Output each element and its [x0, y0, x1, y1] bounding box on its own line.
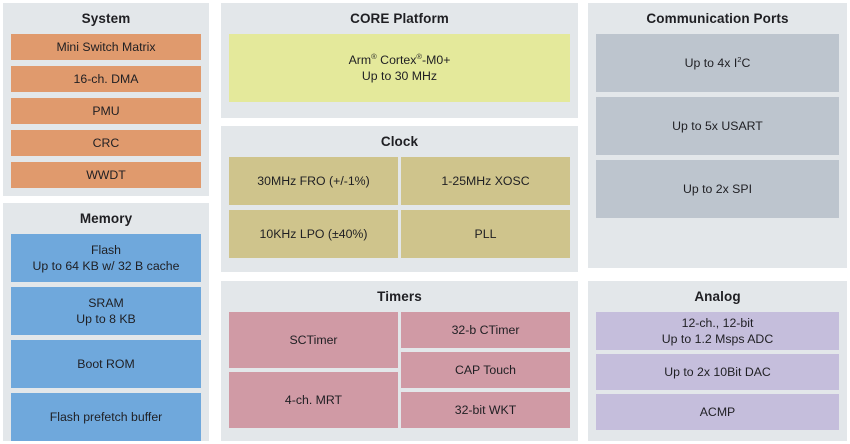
panel-timers: Timers SCTimer 4-ch. MRT 32-b CTimer CAP…	[221, 281, 578, 441]
panel-analog: Analog 12-ch., 12-bit Up to 1.2 Msps ADC…	[588, 281, 847, 441]
block-label: Mini Switch Matrix	[56, 39, 156, 54]
block-sublabel: Up to 64 KB w/ 32 B cache	[32, 259, 180, 273]
block-label: 32-bit WKT	[454, 402, 517, 417]
block-cap-touch[interactable]: CAP Touch	[401, 352, 570, 388]
block-ctimer[interactable]: 32-b CTimer	[401, 312, 570, 348]
block-flash-prefetch-buffer[interactable]: Flash prefetch buffer	[11, 393, 201, 441]
block-label: SCTimer	[289, 332, 338, 347]
block-label: WWDT	[86, 167, 126, 182]
block-pmu[interactable]: PMU	[11, 98, 201, 124]
block-label: 32-b CTimer	[451, 322, 520, 337]
block-boot-rom[interactable]: Boot ROM	[11, 340, 201, 388]
panel-memory: Memory Flash Up to 64 KB w/ 32 B cache S…	[3, 203, 209, 441]
block-label: CAP Touch	[454, 362, 517, 377]
block-acmp[interactable]: ACMP	[596, 394, 839, 430]
block-label: Up to 5x USART	[672, 118, 763, 133]
block-dma[interactable]: 16-ch. DMA	[11, 66, 201, 92]
block-sublabel: Up to 30 MHz	[361, 69, 438, 83]
block-mrt[interactable]: 4-ch. MRT	[229, 372, 398, 428]
block-arm-cortex-m0plus[interactable]: Arm® Cortex®-M0+ Up to 30 MHz	[229, 34, 570, 102]
block-label: Flash	[90, 242, 122, 257]
panel-title-analog: Analog	[694, 289, 741, 304]
panel-title-timers: Timers	[377, 289, 422, 304]
block-sctimer[interactable]: SCTimer	[229, 312, 398, 368]
block-wkt[interactable]: 32-bit WKT	[401, 392, 570, 428]
block-sublabel: Up to 1.2 Msps ADC	[661, 332, 774, 346]
block-pll[interactable]: PLL	[401, 210, 570, 258]
block-sublabel: Up to 8 KB	[76, 312, 136, 326]
block-label: 1-25MHz XOSC	[441, 173, 530, 188]
block-dac[interactable]: Up to 2x 10Bit DAC	[596, 354, 839, 390]
block-label: PLL	[474, 226, 497, 241]
block-crc[interactable]: CRC	[11, 130, 201, 156]
panel-communication-ports: Communication Ports Up to 4x I2C Up to 5…	[588, 3, 847, 268]
block-label: PMU	[92, 103, 120, 118]
block-label: Up to 2x SPI	[682, 181, 753, 196]
panel-title-clock: Clock	[380, 134, 419, 149]
block-lpo-10khz[interactable]: 10KHz LPO (±40%)	[229, 210, 398, 258]
block-wwdt[interactable]: WWDT	[11, 162, 201, 188]
block-fro-30mhz[interactable]: 30MHz FRO (+/-1%)	[229, 157, 398, 205]
block-label: ACMP	[699, 404, 736, 419]
block-label: CRC	[92, 135, 120, 150]
panel-title-communication-ports: Communication Ports	[646, 11, 789, 26]
panel-clock: Clock 30MHz FRO (+/-1%) 1-25MHz XOSC 10K…	[221, 126, 578, 272]
block-usart[interactable]: Up to 5x USART	[596, 97, 839, 155]
panel-title-memory: Memory	[79, 211, 133, 226]
block-label: 16-ch. DMA	[73, 71, 139, 86]
block-label: Up to 4x I2C	[684, 54, 751, 70]
block-label: 4-ch. MRT	[284, 392, 343, 407]
panel-system: System Mini Switch Matrix 16-ch. DMA PMU…	[3, 3, 209, 196]
block-flash[interactable]: Flash Up to 64 KB w/ 32 B cache	[11, 234, 201, 282]
block-mini-switch-matrix[interactable]: Mini Switch Matrix	[11, 34, 201, 60]
block-label: Flash prefetch buffer	[49, 409, 163, 424]
block-label: Boot ROM	[77, 356, 135, 371]
block-label: 10KHz LPO (±40%)	[259, 226, 368, 241]
block-sram[interactable]: SRAM Up to 8 KB	[11, 287, 201, 335]
panel-title-system: System	[81, 11, 131, 26]
block-xosc[interactable]: 1-25MHz XOSC	[401, 157, 570, 205]
block-label: Arm® Cortex®-M0+	[348, 51, 451, 67]
block-i2c[interactable]: Up to 4x I2C	[596, 34, 839, 92]
block-label: SRAM	[88, 295, 124, 310]
block-label: 30MHz FRO (+/-1%)	[257, 173, 370, 188]
block-label: Up to 2x 10Bit DAC	[664, 364, 771, 379]
panel-title-core-platform: CORE Platform	[350, 11, 449, 26]
block-spi[interactable]: Up to 2x SPI	[596, 160, 839, 218]
panel-core-platform: CORE Platform Arm® Cortex®-M0+ Up to 30 …	[221, 3, 578, 118]
block-adc[interactable]: 12-ch., 12-bit Up to 1.2 Msps ADC	[596, 312, 839, 350]
block-label: 12-ch., 12-bit	[681, 315, 754, 330]
